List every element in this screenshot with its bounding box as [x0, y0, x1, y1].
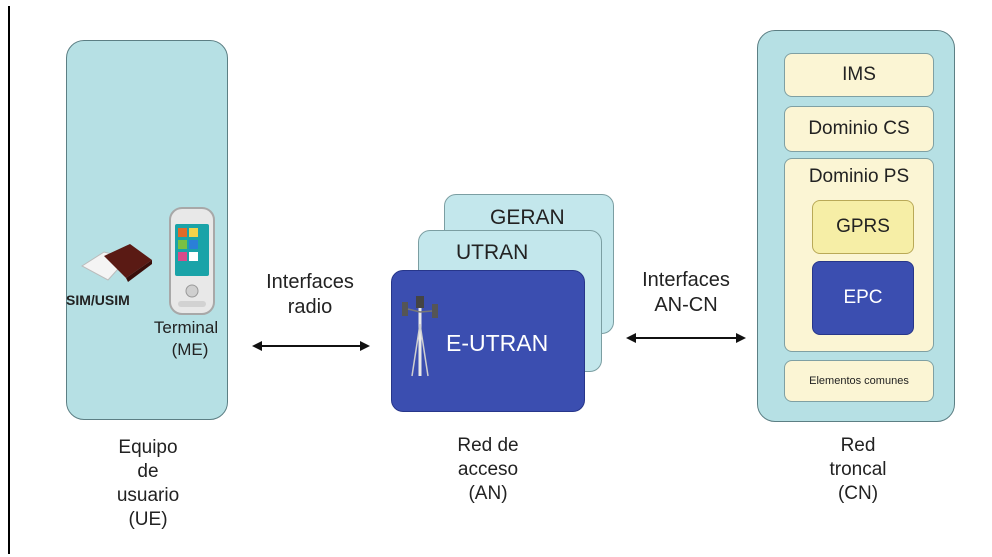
- me-label: (ME): [171, 340, 209, 359]
- ue-caption-line: Equipo: [118, 437, 178, 458]
- common-elements-label: Elementos comunes: [809, 375, 909, 387]
- sim-card-icon: [81, 244, 152, 282]
- ims-label: IMS: [842, 64, 876, 85]
- radio-interface-label: Interfaces radio: [245, 270, 375, 320]
- mobile-terminal-icon: [169, 207, 215, 315]
- ue-caption-line: usuario: [116, 485, 180, 506]
- an-caption-line: (AN): [468, 483, 508, 504]
- ancn-interface-line: Interfaces: [642, 269, 730, 291]
- ancn-interface-label: Interfaces AN-CN: [624, 268, 748, 318]
- radio-interface-line: radio: [287, 296, 333, 318]
- ancn-interface-line: AN-CN: [654, 294, 718, 316]
- ue-caption-line: (UE): [128, 509, 168, 530]
- an-caption-line: Red de: [457, 435, 519, 456]
- cs-domain-label: Dominio CS: [808, 118, 910, 139]
- cn-caption-line: Red: [840, 435, 876, 456]
- cn-caption-line: (CN): [837, 483, 879, 504]
- gprs-label: GPRS: [836, 216, 890, 237]
- epc-box: EPC: [812, 261, 914, 335]
- radio-interface-arrow: [252, 341, 370, 351]
- eutran-label: E-UTRAN: [446, 330, 549, 356]
- ps-domain-label: Dominio PS: [808, 166, 910, 187]
- cn-caption: Red troncal (CN): [808, 434, 908, 506]
- cn-caption-line: troncal: [829, 459, 887, 480]
- utran-label: UTRAN: [456, 241, 529, 264]
- antenna-tower-icon: [402, 296, 438, 377]
- geran-label: GERAN: [490, 206, 565, 229]
- gprs-box: GPRS: [812, 200, 914, 254]
- an-caption: Red de acceso (AN): [432, 434, 544, 506]
- ims-box: IMS: [784, 53, 934, 97]
- terminal-label: Terminal: [153, 318, 219, 337]
- an-caption-line: acceso: [457, 459, 519, 480]
- frame-left-border: [8, 6, 10, 554]
- common-elements-box: Elementos comunes: [784, 360, 934, 402]
- sim-usim-label: SIM/USIM: [66, 292, 130, 308]
- radio-interface-line: Interfaces: [266, 271, 354, 293]
- ue-caption: Equipo de usuario (UE): [88, 436, 208, 532]
- ancn-interface-arrow: [626, 333, 746, 343]
- cs-domain-box: Dominio CS: [784, 106, 934, 152]
- epc-label: EPC: [843, 287, 883, 308]
- ue-caption-line: de: [137, 461, 159, 482]
